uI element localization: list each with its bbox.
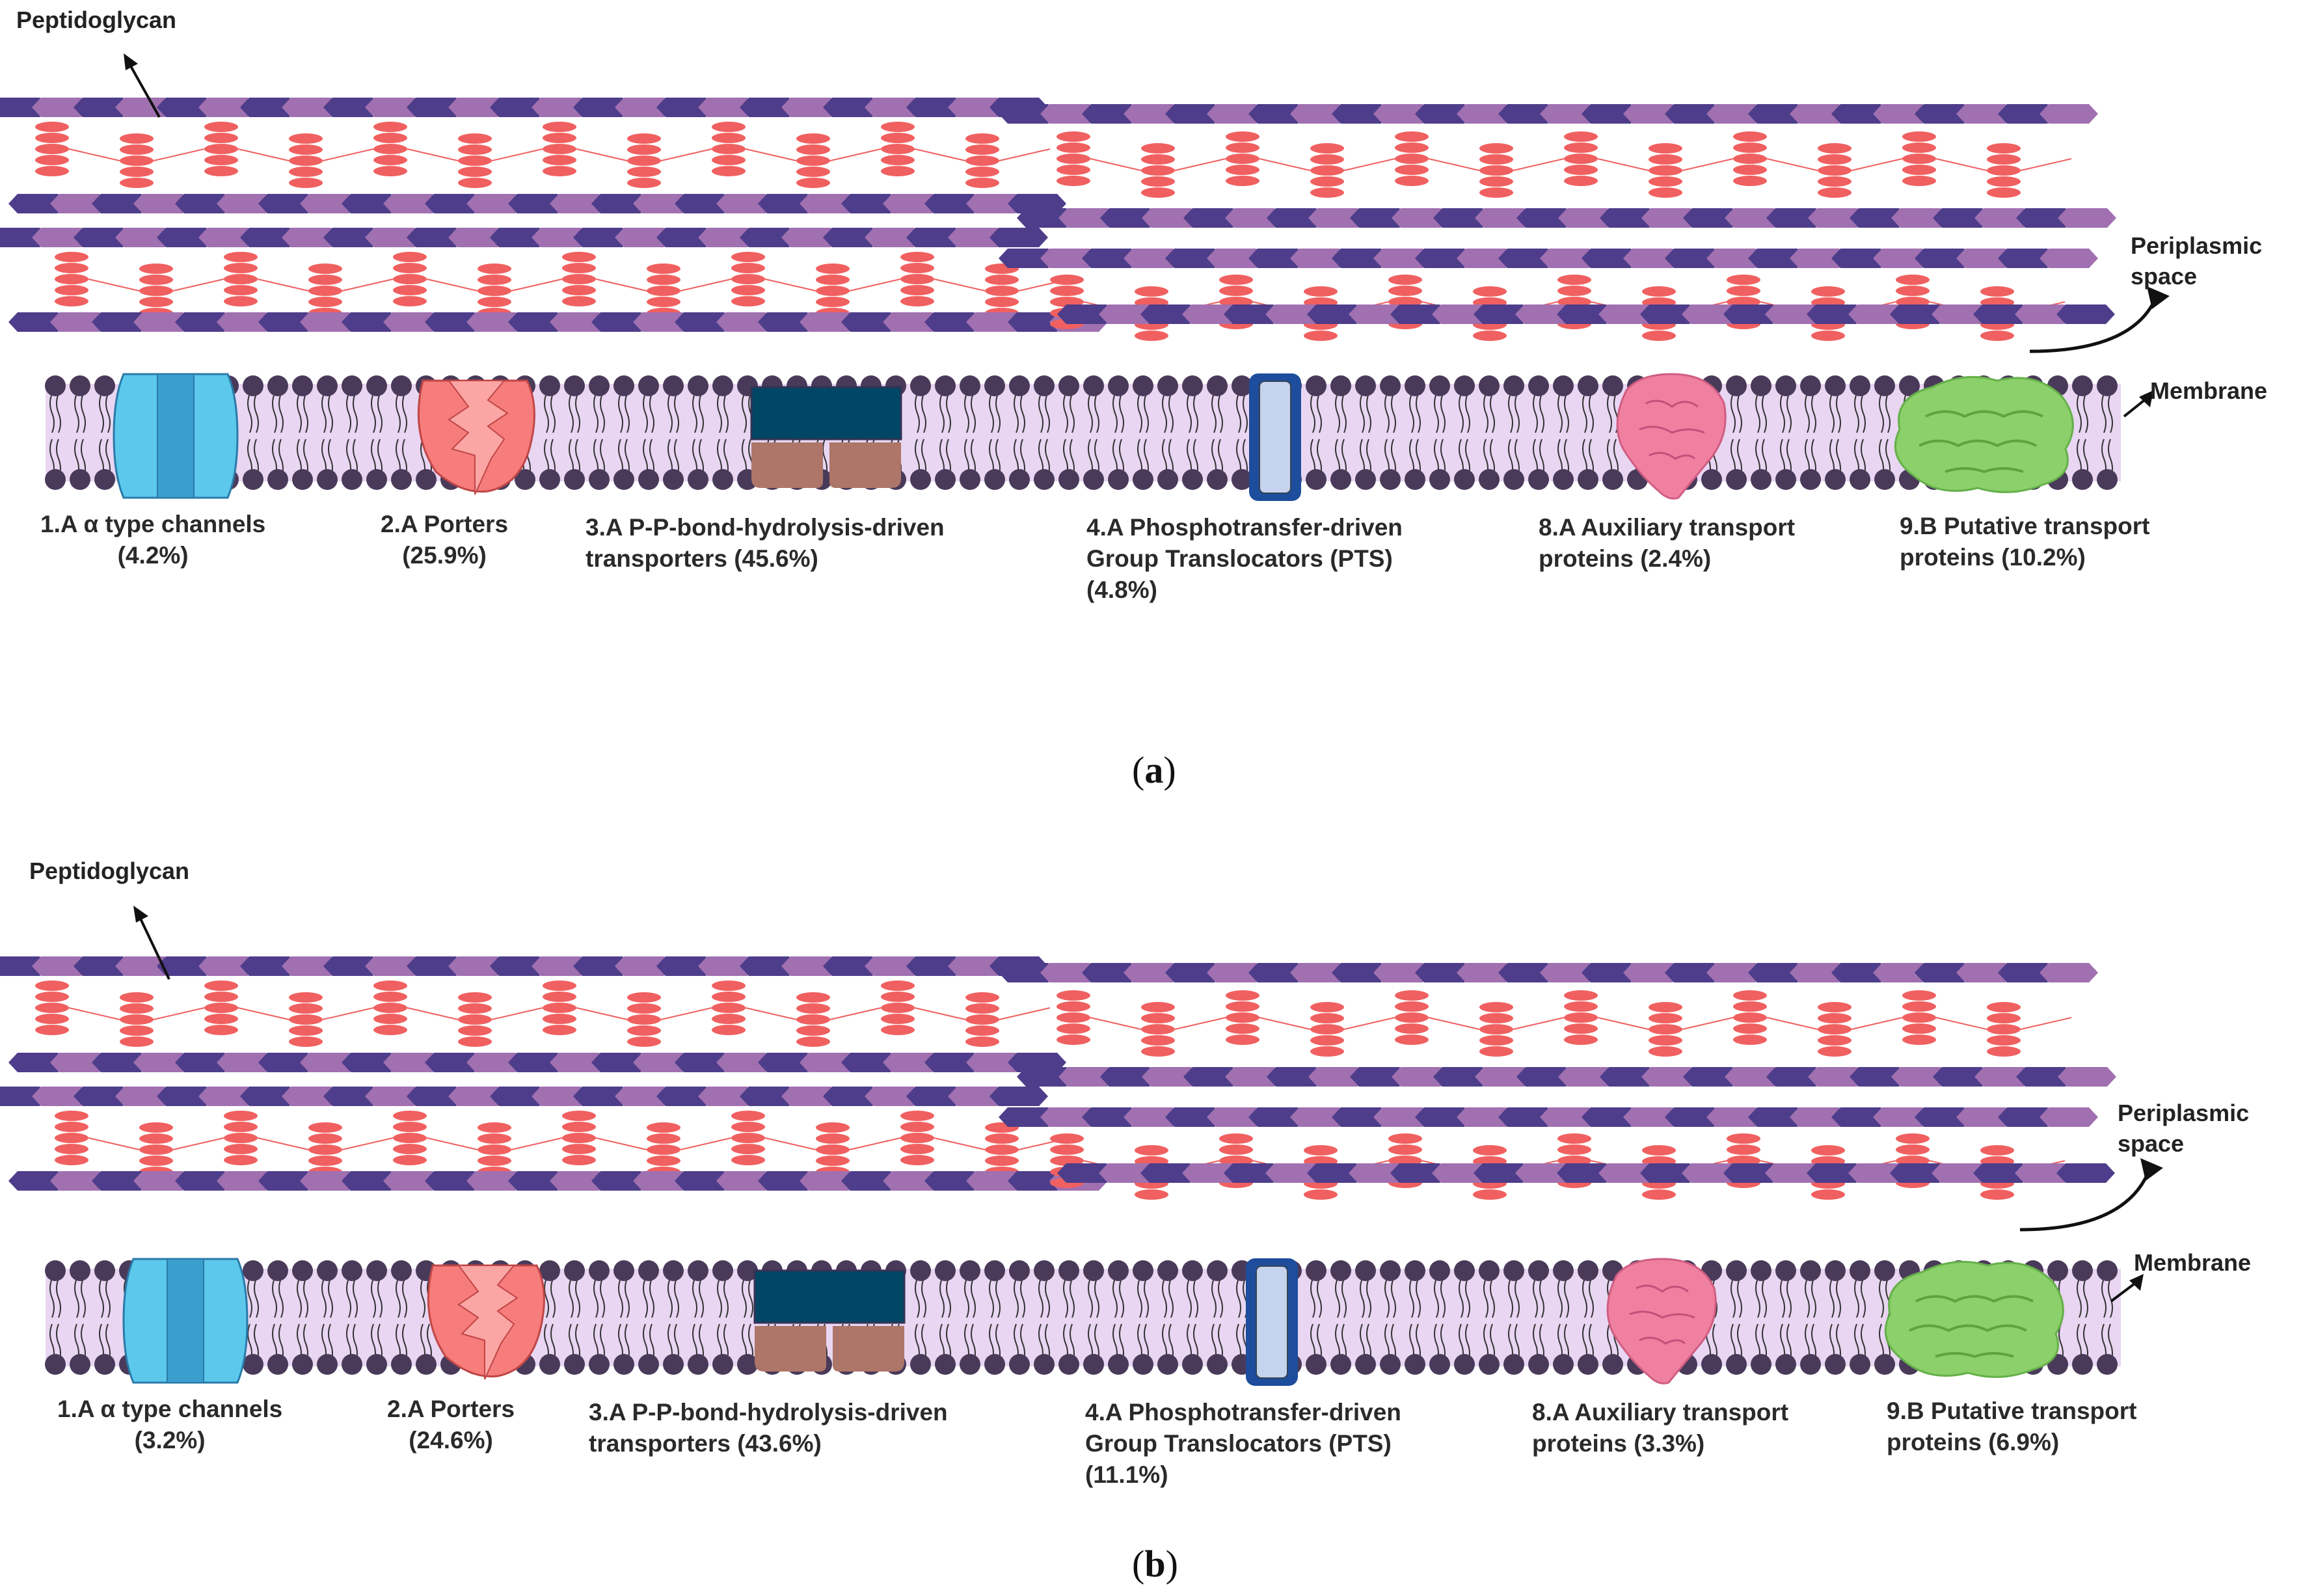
porter-icon [417,379,535,495]
category-alpha-channels: 1.A α type channels(4.2%) [40,511,266,569]
panel-b: Peptidoglycan Periplasmic space Membrane… [0,852,2316,1596]
auxiliary-protein-icon [1616,373,1727,500]
membrane-arrow [2110,1274,2144,1303]
membrane-arrow [2123,390,2153,418]
category-porters: 2.A Porters(25.9%) [381,511,509,569]
periplasmic-space-arrow [2029,286,2170,353]
auxiliary-protein-icon [1606,1258,1717,1385]
periplasmic-line2: space [2131,262,2198,290]
category-porters: 2.A Porters(24.6%) [387,1396,515,1454]
peptidoglycan-label: Peptidoglycan [29,858,190,884]
periplasmic-space-arrow [2019,1158,2163,1232]
peptidoglycan-label: Peptidoglycan [16,7,177,33]
periplasmic-space-label: Periplasmic space [2131,231,2262,292]
periplasmic-line2: space [2118,1129,2185,1157]
peptidoglycan-layer [0,98,2116,341]
membrane-label: Membrane [2150,377,2268,404]
peptidoglycan-layer [0,956,2116,1200]
panel-label-a: (a) [1132,749,1176,791]
putative-protein-icon [1884,1260,2064,1378]
pts-translocator-icon [1246,1258,1298,1386]
pts-translocator-icon [1249,373,1301,501]
periplasmic-line1: Periplasmic [2131,232,2263,259]
cell-envelope-diagram-a [0,53,2170,501]
panel-label-b: (b) [1132,1543,1178,1585]
periplasmic-line1: Periplasmic [2118,1100,2250,1126]
periplasmic-space-label: Periplasmic space [2118,1098,2249,1159]
membrane-label: Membrane [2134,1249,2252,1276]
alpha-channel-icon [113,373,239,499]
lipid-bilayer-membrane [45,1260,2121,1375]
peptidoglycan-arrow [133,906,170,980]
lipid-bilayer-membrane [45,375,2121,490]
panel-a: Peptidoglycan Periplasmic space Membrane… [0,7,2268,791]
putative-protein-icon [1894,375,2074,493]
abc-transporter-icon [753,1269,906,1372]
cell-envelope-diagram-b [0,906,2163,1386]
porter-icon [427,1264,545,1380]
alpha-channel-icon [122,1258,249,1384]
category-alpha-channels: 1.A α type channels(3.2%) [57,1396,283,1454]
abc-transporter-icon [750,386,902,488]
peptidoglycan-arrow [124,53,161,118]
